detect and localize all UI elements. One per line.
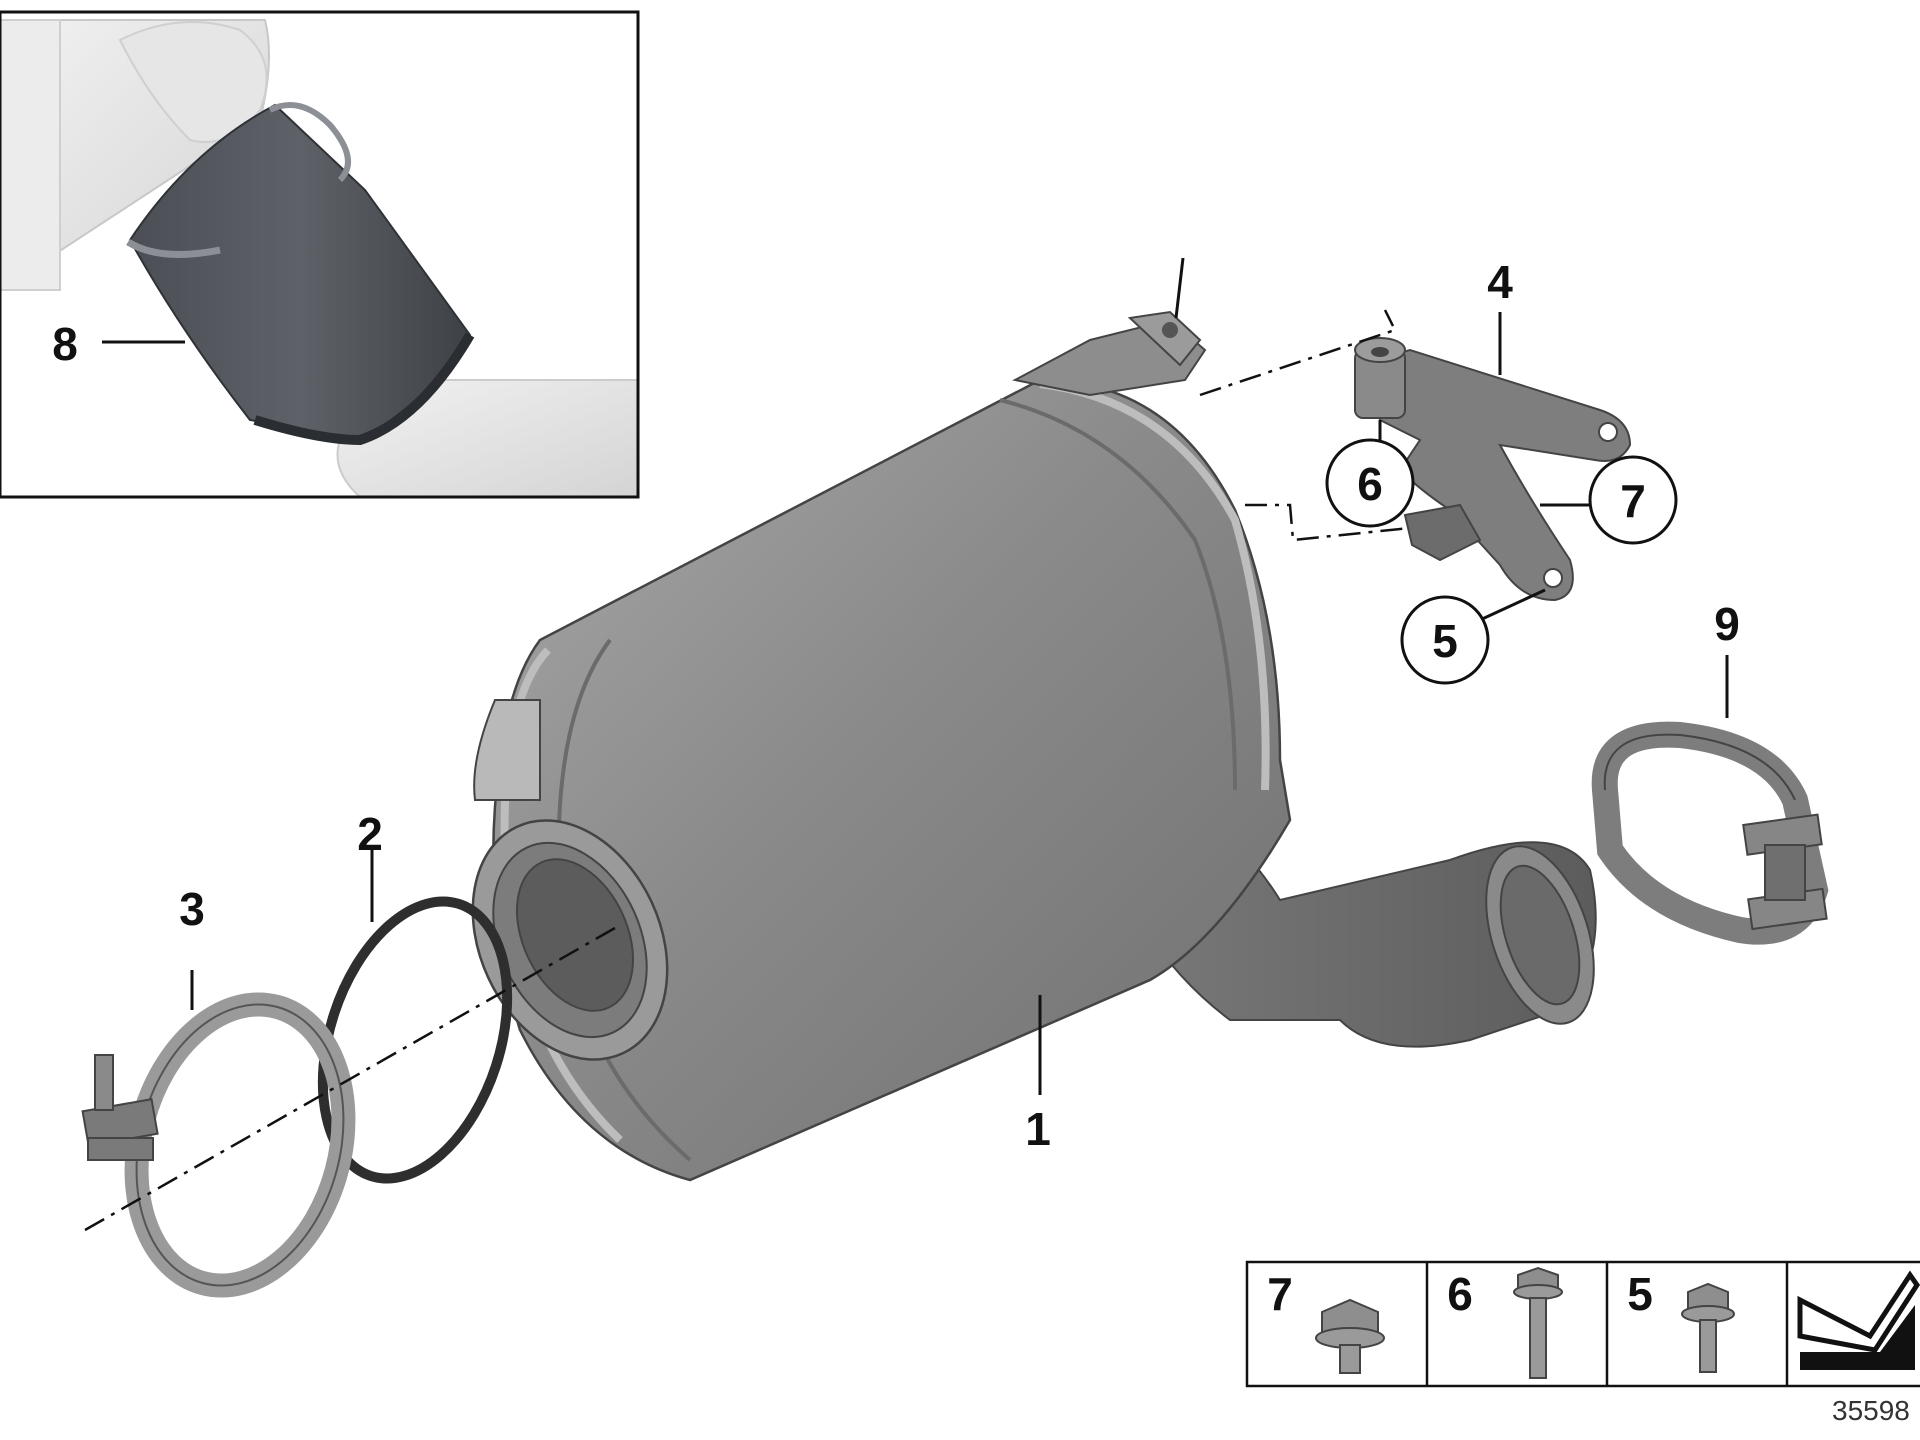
band-clamp: 9 (1591, 598, 1829, 945)
legend-cell-7: 7 (1267, 1268, 1385, 1374)
callout-2: 2 (357, 808, 383, 860)
legend-number-6: 6 (1447, 1268, 1473, 1320)
callout-4: 4 (1487, 256, 1513, 308)
legend-cell-6: 6 (1447, 1266, 1563, 1379)
long-bolt-icon (1513, 1266, 1563, 1379)
legend-cell-reference (1797, 1270, 1920, 1370)
callout-1: 1 (1025, 1103, 1051, 1155)
callout-8: 8 (52, 318, 78, 370)
inset-detail-view: 8 (0, 10, 640, 499)
legend-number-7: 7 (1267, 1268, 1293, 1320)
flange-bolt-icon (1315, 1298, 1385, 1374)
particulate-filter: 1 (471, 310, 1597, 1182)
circled-callout-6: 6 (1325, 420, 1415, 528)
document-number: 35598 (1832, 1395, 1910, 1426)
callout-3: 3 (179, 883, 205, 935)
callout-7: 7 (1620, 475, 1646, 527)
legend-number-5: 5 (1627, 1268, 1653, 1320)
callout-6: 6 (1357, 458, 1383, 510)
reference-arrow-icon (1797, 1270, 1920, 1370)
v-band-clamp: 3 (81, 883, 356, 1298)
gasket-ring: 2 (317, 808, 513, 1184)
callout-9: 9 (1714, 598, 1740, 650)
circled-callout-5: 5 (1400, 588, 1546, 685)
support-bracket: 4 (1354, 256, 1632, 602)
short-bolt-icon (1681, 1282, 1735, 1373)
callout-5: 5 (1432, 615, 1458, 667)
fastener-legend: 7 6 5 (1245, 1260, 1920, 1388)
circled-callout-7: 7 (1540, 455, 1678, 545)
legend-cell-5: 5 (1627, 1268, 1735, 1373)
